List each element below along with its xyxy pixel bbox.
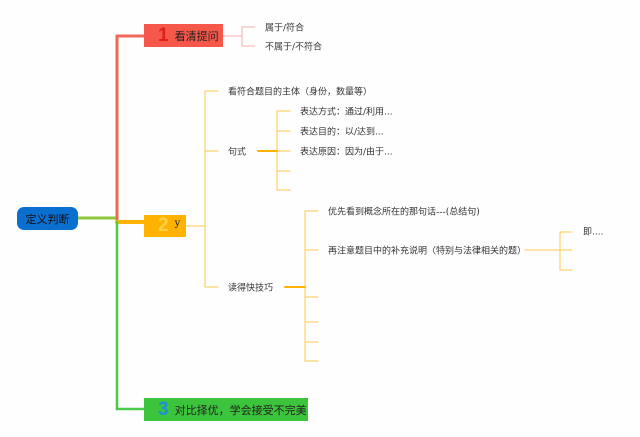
leaf-expression-method[interactable]: 表达方式：通过/利用... [300, 107, 393, 118]
branch-1-label: 看清提问 [174, 29, 219, 43]
branch-1-node[interactable]: 1 看清提问 [144, 24, 223, 47]
leaf-supplement[interactable]: 再注意题目中的补充说明（特别与法律相关的题） [328, 246, 527, 257]
leaf-not-belongs[interactable]: 不属于/不符合 [265, 42, 323, 53]
leaf-expression-reason[interactable]: 表达原因：因为/由于... [300, 147, 393, 158]
root-node[interactable]: 定义判断 [17, 207, 78, 230]
leaf-belongs[interactable]: 属于/符合 [265, 23, 305, 34]
leaf-concept-first[interactable]: 优先看到概念所在的那句话---(总结句) [328, 207, 480, 218]
branch-3-label: 对比择优，学会接受不完美 [174, 403, 307, 417]
branch-1-number: 1 [158, 24, 169, 46]
leaf-fast-reading[interactable]: 读得快技巧 [228, 283, 274, 294]
branch-3-node[interactable]: 3 对比择优，学会接受不完美 [144, 398, 308, 421]
root-label: 定义判断 [25, 212, 70, 226]
leaf-namely[interactable]: 即.... [583, 227, 604, 238]
leaf-expression-purpose[interactable]: 表达目的：以/达到... [300, 127, 384, 138]
branch-2-label: y [174, 217, 181, 229]
leaf-subject[interactable]: 看符合题目的主体（身份，数量等） [228, 87, 373, 98]
branch-3-number: 3 [158, 398, 169, 420]
branch-2-node[interactable]: 2 y [144, 215, 186, 237]
leaf-sentence-pattern[interactable]: 句式 [228, 147, 247, 158]
branch-2-number: 2 [158, 215, 169, 236]
